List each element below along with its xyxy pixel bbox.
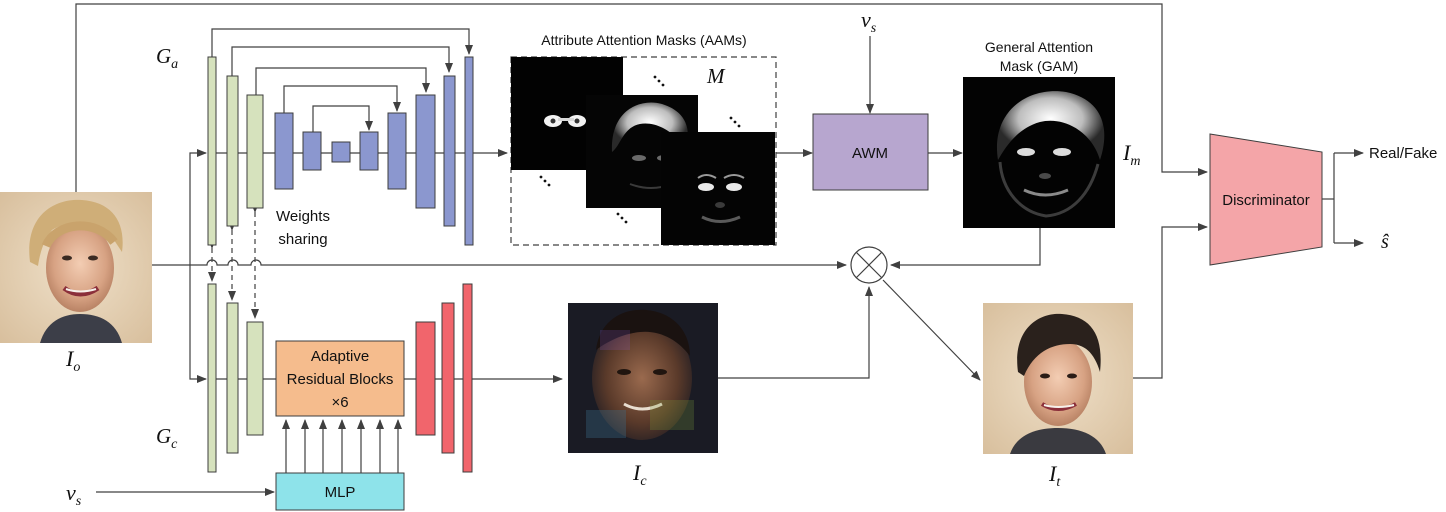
- io-label-sub: o: [73, 360, 80, 375]
- awm-box: [812, 113, 929, 191]
- input-to-discriminator-line: [75, 3, 1208, 192]
- svg-text:Ic: Ic: [632, 460, 647, 489]
- multiply-to-it-line: [882, 279, 981, 381]
- gc-green-block-2: [226, 302, 239, 454]
- ga-green-block-3: [246, 94, 264, 209]
- gam-image: [963, 77, 1115, 228]
- vs-top-label: v: [861, 7, 871, 32]
- ga-label-sub: a: [171, 57, 178, 72]
- s-hat-label: ŝ: [1381, 231, 1389, 253]
- discriminator-label: Discriminator: [1222, 192, 1310, 209]
- svg-text:Im: Im: [1122, 140, 1140, 169]
- skip-connection-2: [231, 46, 453, 76]
- arb-label-line2: Residual Blocks: [287, 371, 394, 388]
- gam-title-line1: General Attention: [985, 39, 1093, 55]
- svg-text:It: It: [1048, 461, 1061, 490]
- ga-blue-block-1: [274, 112, 294, 190]
- input-to-gc-line: [189, 265, 207, 383]
- multiply-node: [850, 246, 888, 284]
- ga-label: G: [156, 44, 171, 68]
- skip-connection-1: [211, 28, 473, 57]
- it-to-discriminator-line: [1132, 223, 1208, 379]
- aam-ellipsis-dots: [539, 75, 741, 224]
- aam-mask-3: [661, 132, 775, 245]
- it-target-image: [983, 303, 1133, 454]
- ga-blue-block-7: [443, 75, 456, 227]
- vs-bottom-label-sub: s: [76, 494, 82, 509]
- gc-label: G: [156, 424, 171, 448]
- svg-text:vs: vs: [861, 7, 877, 36]
- ga-blue-block-3: [331, 141, 351, 163]
- ga-blue-block-2: [302, 131, 322, 171]
- input-to-multiply-line: [152, 259, 847, 269]
- ic-label: I: [632, 460, 642, 485]
- svg-text:Io: Io: [65, 346, 80, 375]
- gc-green-block-1: [207, 283, 217, 473]
- vs-top-label-sub: s: [871, 21, 877, 36]
- arb-label-line1: Adaptive: [311, 348, 369, 365]
- vs-bottom-label: v: [66, 480, 76, 505]
- gc-encoder: [207, 283, 473, 473]
- it-label: I: [1048, 461, 1058, 486]
- input-face-image: [0, 192, 152, 343]
- awm-label: AWM: [852, 145, 888, 162]
- input-to-ga-line: [189, 149, 207, 265]
- real-fake-label: Real/Fake: [1369, 145, 1437, 162]
- gc-red-block-1: [415, 321, 436, 436]
- m-symbol-label: M: [706, 64, 726, 88]
- mlp-label: MLP: [325, 484, 356, 501]
- svg-text:vs: vs: [66, 480, 82, 509]
- weights-sharing-line1: Weights: [276, 208, 330, 225]
- io-label: I: [65, 346, 75, 371]
- adaptive-residual-blocks-box: [275, 340, 405, 417]
- ga-blue-block-6: [415, 94, 436, 209]
- ic-label-sub: c: [640, 474, 647, 489]
- ic-to-multiply-line: [718, 286, 873, 379]
- ga-green-block-1: [207, 56, 217, 246]
- gam-to-multiply-line: [890, 228, 1041, 269]
- im-label: I: [1122, 140, 1132, 165]
- skip-connection-3: [255, 67, 430, 95]
- skip-connection-5: [312, 105, 373, 132]
- it-label-sub: t: [1056, 475, 1061, 490]
- connections: [75, 3, 1364, 496]
- svg-text:Ga: Ga: [156, 44, 178, 72]
- mlp-to-arb-arrows: [282, 419, 402, 473]
- gc-red-block-3: [462, 283, 473, 473]
- skip-connection-4: [283, 85, 401, 113]
- arb-label-line3: ×6: [331, 394, 348, 411]
- text-labels: Ga Gc Io Ic It Im vs vs M Attr: [65, 7, 1437, 509]
- im-label-sub: m: [1130, 154, 1140, 169]
- weights-sharing-line2: sharing: [278, 231, 327, 248]
- discriminator-shape: [1209, 133, 1323, 266]
- ga-blue-block-8: [464, 56, 474, 246]
- gc-label-sub: c: [171, 437, 178, 452]
- ga-green-block-2: [226, 75, 239, 227]
- gam-title-line2: Mask (GAM): [1000, 58, 1079, 74]
- svg-text:Gc: Gc: [156, 424, 178, 452]
- aam-title-label: Attribute Attention Masks (AAMs): [541, 32, 746, 48]
- gc-green-block-3: [246, 321, 264, 436]
- ga-encoder: [207, 56, 474, 246]
- ic-generated-image: [568, 303, 718, 453]
- ga-blue-block-5: [387, 112, 407, 190]
- ga-blue-block-4: [359, 131, 379, 171]
- gc-red-block-2: [441, 302, 455, 454]
- mlp-box: [275, 472, 405, 511]
